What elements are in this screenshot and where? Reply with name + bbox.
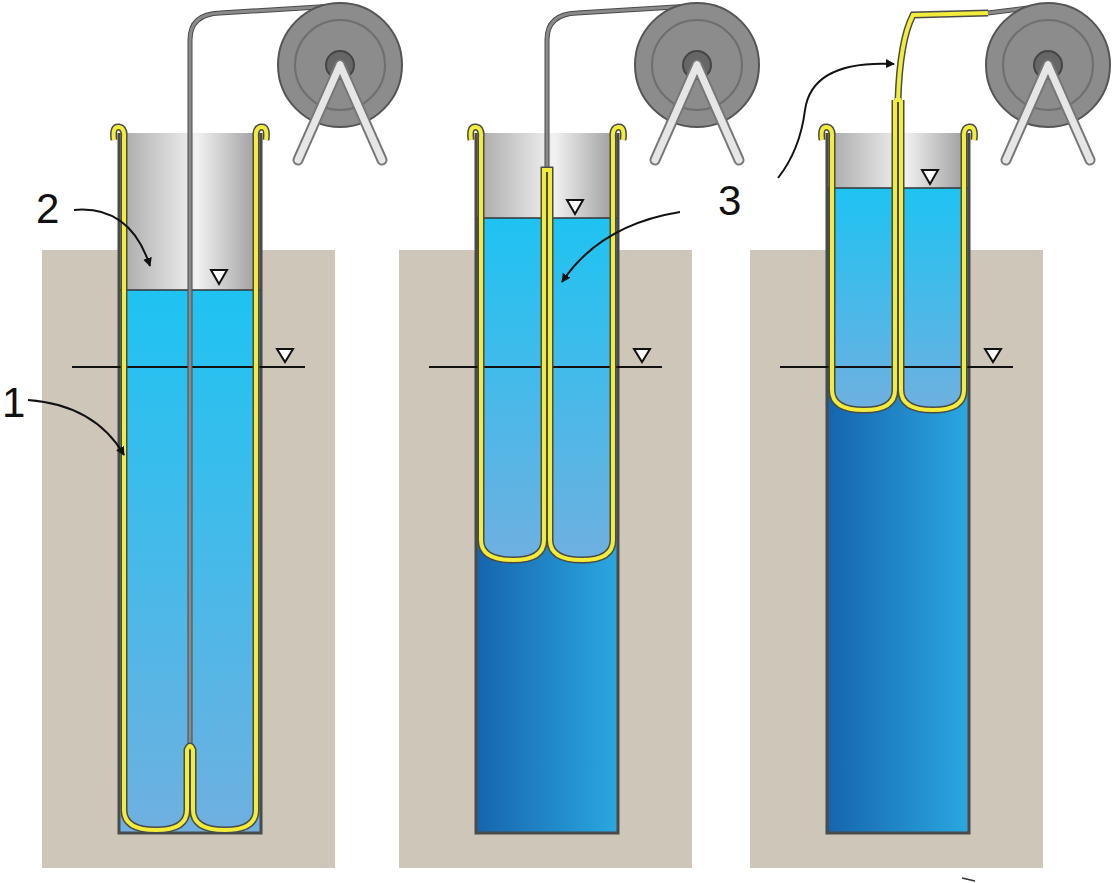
callout-number: 2 [36,188,59,230]
corner-mark [962,878,975,881]
leader-lines [28,64,894,455]
panel-3 [750,3,1110,868]
callout-number: 3 [718,180,741,222]
callout-number: 1 [2,382,25,424]
panel-1 [42,3,402,868]
panel-2 [399,3,759,868]
